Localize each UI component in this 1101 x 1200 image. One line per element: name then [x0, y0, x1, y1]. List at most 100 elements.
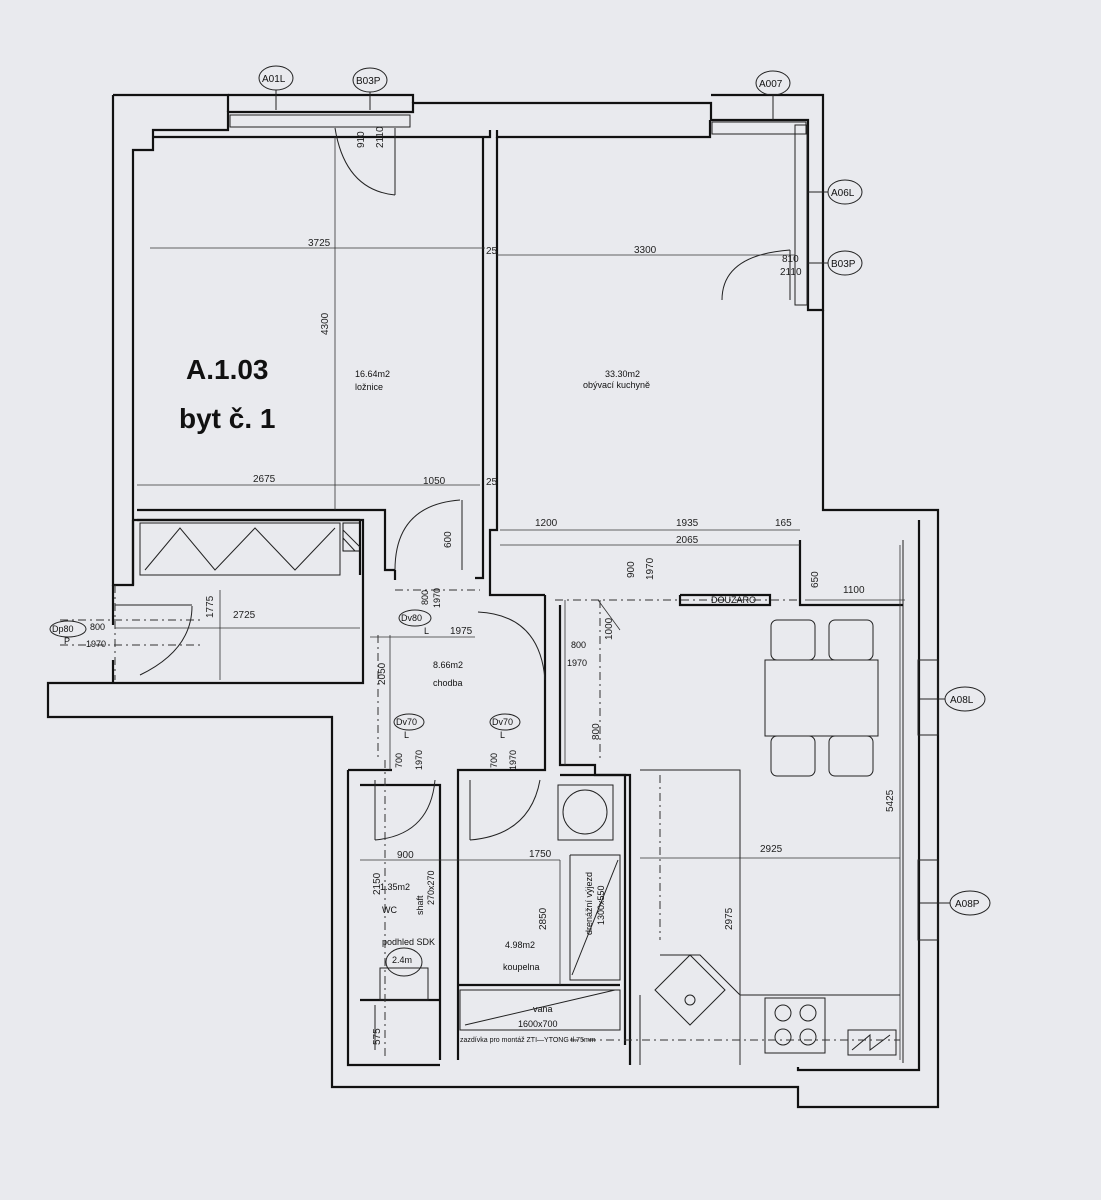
- chair: [828, 735, 874, 777]
- door-side: L: [424, 626, 429, 636]
- dimension: 1775: [205, 595, 216, 618]
- grid-tag: B03P: [356, 76, 381, 87]
- dimension: 2110: [375, 126, 386, 148]
- dimension: 3725: [308, 238, 331, 249]
- door-labels: Dp80 P 800 1970 Dv80 L 800 1970 800 1970…: [49, 588, 587, 770]
- dimension: 910: [356, 131, 367, 148]
- door-width: 700: [489, 753, 499, 768]
- dimension: 2675: [253, 474, 276, 485]
- door-height: 1970: [86, 639, 106, 649]
- tub-label: vana: [533, 1004, 553, 1014]
- washing-machine: [557, 784, 614, 841]
- outer-walls: [46, 93, 940, 1109]
- shaft-size: 1300x550: [596, 885, 606, 925]
- grid-tag: A007: [759, 79, 783, 90]
- dimension: 4300: [320, 312, 331, 335]
- door-swings: [115, 127, 791, 841]
- dimension: 3300: [634, 245, 657, 256]
- dimension: 600: [443, 531, 454, 548]
- dimension: 2925: [760, 844, 783, 855]
- door-side: L: [404, 730, 409, 740]
- beam-note: DOUŽARO: [711, 595, 756, 605]
- axis-lines: [60, 585, 900, 1060]
- dimension: 1970: [645, 557, 656, 580]
- grid-tag: A08P: [955, 899, 980, 910]
- door-height: 1970: [567, 658, 587, 668]
- door-width: 800: [90, 622, 105, 632]
- dimension-lines: [115, 137, 905, 1065]
- unit-name: byt č. 1: [179, 403, 275, 434]
- dimension: 2050: [377, 662, 388, 685]
- dimension: 2150: [372, 872, 383, 895]
- dimension: 1100: [843, 585, 865, 596]
- door-side: L: [500, 730, 505, 740]
- door-width: 800: [420, 590, 430, 605]
- room-name-hall: chodba: [433, 678, 463, 688]
- dimension: 2065: [676, 535, 699, 546]
- door-side: P: [64, 636, 70, 646]
- wardrobe: [139, 522, 361, 576]
- dimension: 165: [775, 518, 792, 529]
- fridge: [847, 1029, 897, 1056]
- cooktop: [764, 997, 826, 1054]
- dimension: 2110: [780, 267, 802, 278]
- room-area-wc: 1.35m2: [380, 882, 410, 892]
- grid-tag: B03P: [831, 259, 856, 270]
- dimension: 2975: [724, 907, 735, 930]
- dimension-texts: 3725 3300 25 25 4300 2675 1050 1200 1935…: [205, 126, 896, 1045]
- door-tag-bubble: [49, 620, 87, 638]
- toilet: [379, 967, 429, 1001]
- dimension: 900: [626, 561, 637, 578]
- ceiling-note: podhled SDK: [382, 937, 435, 947]
- unit-code: A.1.03: [186, 354, 269, 385]
- dimension: 2725: [233, 610, 256, 621]
- door-height: 1970: [432, 588, 442, 608]
- room-area-bath: 4.98m2: [505, 940, 535, 950]
- door-height: 1970: [508, 750, 518, 770]
- door-tag: Dv70: [396, 717, 417, 727]
- room-area-living: 33.30m2: [605, 369, 640, 379]
- dimension: 2850: [538, 907, 549, 930]
- dimension: 25: [486, 246, 498, 257]
- dimension: 1050: [423, 476, 446, 487]
- door-height: 1970: [414, 750, 424, 770]
- door-tag: Dv80: [401, 613, 422, 623]
- dimension: 1000: [604, 617, 615, 640]
- notes: DOUŽARO vana 1600x700 zazdívka pro montá…: [382, 595, 756, 1044]
- room-name-bath: koupelna: [503, 962, 540, 972]
- dimension: 810: [782, 254, 799, 265]
- dining-table: [764, 659, 879, 737]
- install-note: zazdívka pro montáž ZTI—YTONG tl.75mm: [460, 1037, 596, 1044]
- room-area-hall: 8.66m2: [433, 660, 463, 670]
- dimension: 1200: [535, 518, 558, 529]
- door-width: 700: [394, 753, 404, 768]
- dimension: 575: [372, 1028, 383, 1045]
- door-tag-bubble: [398, 609, 432, 627]
- chair: [770, 735, 816, 777]
- dimension: 5425: [885, 789, 896, 812]
- room-name-bedroom: ložnice: [355, 382, 383, 392]
- dimension: 1750: [529, 849, 552, 860]
- tub-size: 1600x700: [518, 1019, 558, 1029]
- door-tag: Dp80: [52, 624, 74, 634]
- internal-walls: [137, 120, 903, 1067]
- grid-tag: A06L: [831, 188, 855, 199]
- dimension: 1935: [676, 518, 699, 529]
- windows: [229, 114, 939, 941]
- wc-shaft-note: shaft: [415, 895, 425, 915]
- door-tag-bubble: [393, 713, 425, 731]
- chair: [828, 619, 874, 661]
- door-tag: Dv70: [492, 717, 513, 727]
- grid-tag: A08L: [950, 695, 974, 706]
- grid-tag: A01L: [262, 74, 286, 85]
- bathtub: [459, 989, 621, 1031]
- shaft-note: drenážní výjezd: [584, 872, 594, 935]
- room-area-bedroom: 16.64m2: [355, 369, 390, 379]
- dimension: 25: [486, 477, 498, 488]
- door-width: 800: [571, 640, 586, 650]
- dimension: 650: [810, 571, 821, 588]
- dimension: 1975: [450, 626, 473, 637]
- door-tag-bubble: [489, 713, 521, 731]
